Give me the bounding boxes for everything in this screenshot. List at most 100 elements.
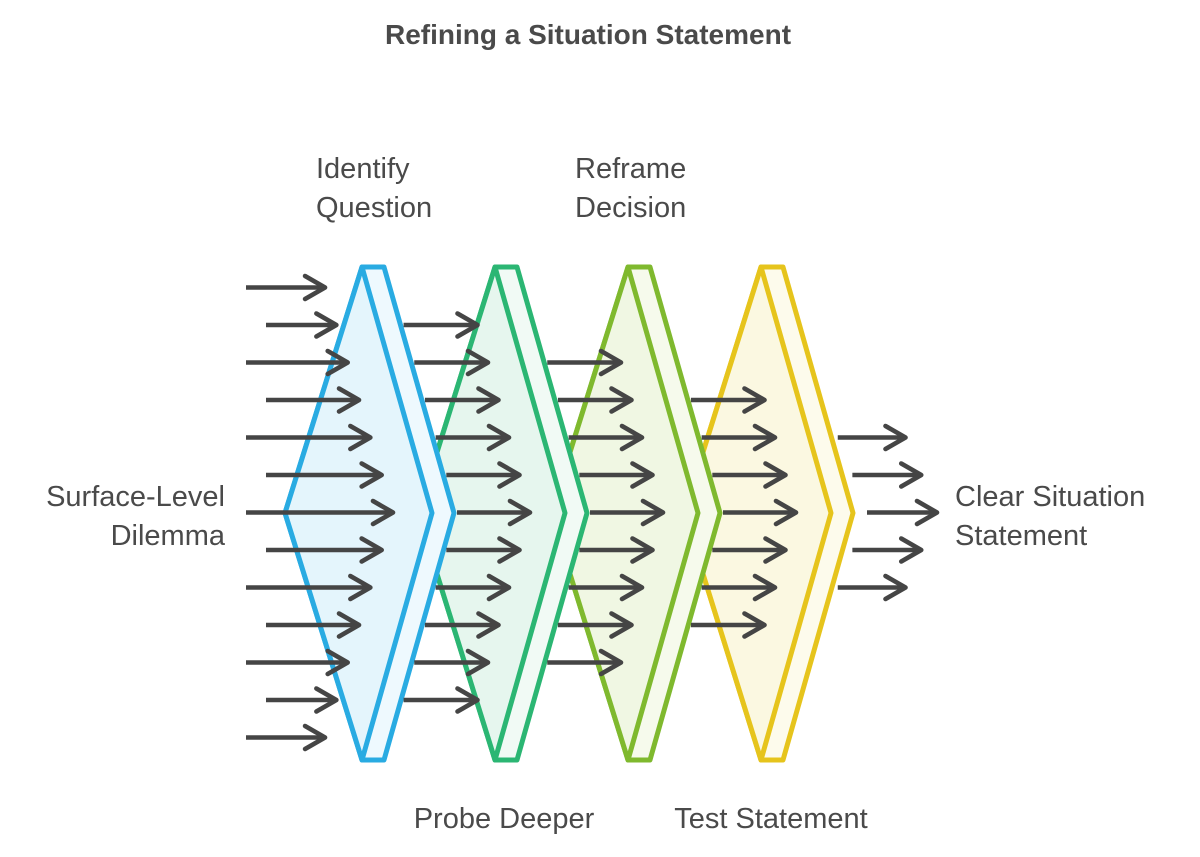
arrowhead-icon: [359, 461, 384, 489]
flow-arrow: [568, 573, 645, 602]
arrowhead-icon: [598, 348, 624, 377]
arrowhead-icon: [348, 573, 373, 602]
flow-arrow: [435, 423, 512, 452]
arrowhead-icon: [455, 311, 480, 339]
flow-arrow: [579, 536, 655, 564]
arrowhead-icon: [486, 573, 512, 602]
stage-label-line: Question: [316, 192, 433, 224]
flow-arrow: [446, 536, 522, 564]
flow-arrow: [424, 611, 501, 639]
flow-arrow: [457, 498, 533, 527]
arrowhead-icon: [465, 348, 491, 377]
arrowhead-icon: [630, 461, 655, 489]
flow-arrow: [712, 536, 788, 564]
flow-arrow: [590, 498, 666, 527]
flow-arrow: [246, 573, 373, 602]
flow-arrow: [424, 386, 501, 414]
arrowhead-icon: [914, 498, 940, 527]
input-label: Surface-Level Dilemma: [23, 478, 225, 556]
arrowhead-icon: [465, 648, 491, 677]
arrowhead-icon: [742, 611, 767, 639]
arrowhead-icon: [336, 611, 362, 639]
arrowhead-icon: [898, 536, 924, 564]
arrowhead-icon: [302, 273, 328, 302]
arrowhead-icon: [314, 311, 339, 339]
flow-arrow: [712, 461, 788, 489]
arrowhead-icon: [336, 386, 362, 414]
flow-arrow: [547, 348, 624, 377]
flow-arrow: [852, 461, 924, 489]
flow-arrow: [701, 573, 778, 602]
flow-arrow: [723, 498, 799, 527]
arrowhead-icon: [752, 423, 778, 452]
output-label-line1: Clear Situation: [955, 481, 1146, 513]
arrowhead-icon: [325, 348, 351, 377]
flow-arrow: [557, 611, 634, 639]
flow-arrow: [246, 273, 328, 302]
stage-label-test-statement: Test Statement: [674, 800, 867, 839]
flow-arrow: [701, 423, 778, 452]
flow-arrow: [867, 498, 940, 527]
flow-arrow: [246, 498, 396, 527]
flow-arrow: [414, 348, 491, 377]
arrowhead-icon: [883, 423, 908, 452]
flow-arrow: [246, 348, 351, 377]
arrowhead-icon: [898, 461, 924, 489]
input-label-line1: Surface-Level: [46, 481, 225, 513]
flow-arrow: [557, 386, 634, 414]
arrowhead-icon: [883, 573, 908, 602]
arrowhead-icon: [619, 423, 645, 452]
flow-arrow: [266, 386, 362, 414]
flow-arrow: [266, 461, 384, 489]
arrowhead-icon: [486, 423, 512, 452]
flow-arrow: [435, 573, 512, 602]
arrowhead-icon: [752, 573, 778, 602]
arrowhead-icon: [359, 536, 384, 564]
arrowhead-icon: [630, 536, 655, 564]
arrowhead-icon: [455, 686, 480, 714]
arrowhead-icon: [609, 386, 634, 414]
arrowhead-icon: [348, 423, 373, 452]
arrowhead-icon: [302, 723, 328, 752]
arrowhead-icon: [325, 648, 351, 677]
arrowhead-icon: [619, 573, 645, 602]
stage-label-line: Reframe: [575, 153, 687, 185]
flow-arrow: [266, 611, 362, 639]
arrowhead-icon: [497, 536, 522, 564]
stage-label-probe-deeper: Probe Deeper: [414, 800, 595, 839]
arrowhead-icon: [476, 386, 501, 414]
diagram-title: Refining a Situation Statement: [384, 19, 792, 50]
flow-arrow: [246, 423, 373, 452]
flow-arrow: [568, 423, 645, 452]
flow-arrow: [266, 536, 384, 564]
flow-arrow: [266, 311, 339, 339]
arrowhead-icon: [640, 498, 666, 527]
flow-arrow: [403, 686, 480, 714]
flow-arrow: [414, 648, 491, 677]
arrowhead-icon: [763, 461, 788, 489]
flow-arrow: [837, 423, 908, 452]
arrowhead-icon: [507, 498, 533, 527]
output-label: Clear Situation Statement: [955, 478, 1145, 556]
arrowhead-icon: [314, 686, 339, 714]
flow-arrow: [266, 686, 339, 714]
arrowhead-icon: [476, 611, 501, 639]
output-label-line2: Statement: [955, 520, 1088, 552]
flow-arrow: [579, 461, 655, 489]
flow-arrow: [852, 536, 924, 564]
flow-arrow: [547, 648, 624, 677]
flow-arrow: [837, 573, 908, 602]
arrowhead-icon: [763, 536, 788, 564]
arrowhead-icon: [609, 611, 634, 639]
flow-arrow: [246, 723, 328, 752]
flow-arrow: [690, 386, 767, 414]
stage-label-line: Decision: [575, 192, 687, 224]
arrowhead-icon: [497, 461, 522, 489]
stage-label-line: Identify: [316, 153, 410, 185]
arrowhead-icon: [370, 498, 396, 527]
flow-arrow: [446, 461, 522, 489]
input-label-line2: Dilemma: [110, 520, 225, 552]
